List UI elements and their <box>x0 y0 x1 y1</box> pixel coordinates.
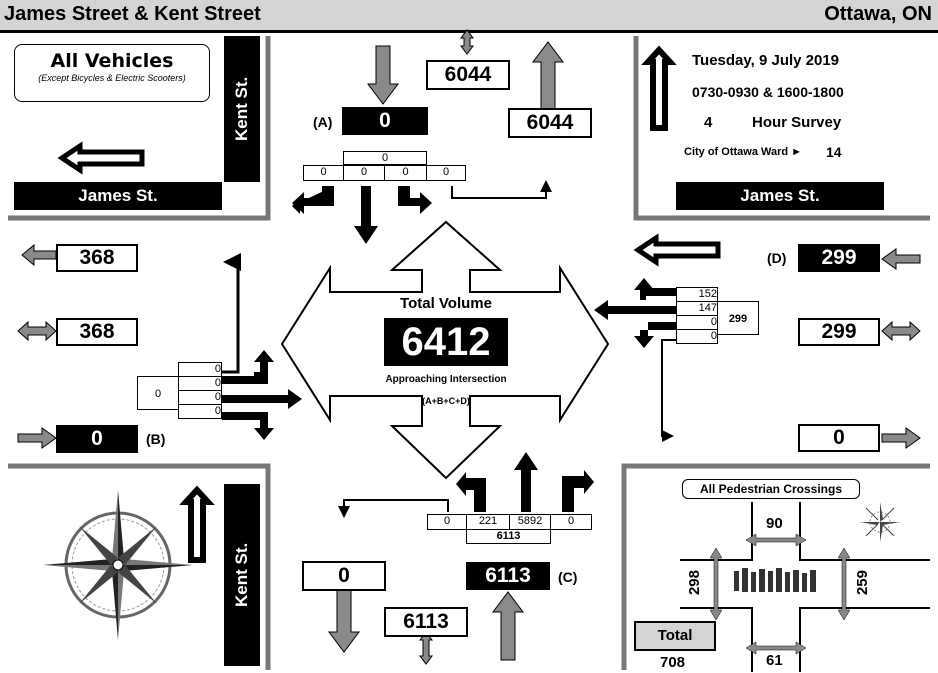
approach-b-through: 0 <box>178 390 222 405</box>
approach-d-label: (D) <box>767 250 786 266</box>
approach-d-left: 152 <box>676 287 718 302</box>
approach-d-uturn: 0 <box>676 329 718 344</box>
west-right-arrow <box>222 412 274 440</box>
approach-c-label: (C) <box>558 569 577 585</box>
street-label-james-nw: James St. <box>14 182 222 210</box>
approach-a-through: 0 <box>343 165 385 181</box>
approach-b-left: 0 <box>178 376 222 391</box>
one-way-west-arrow-ne <box>638 238 718 262</box>
street-label-james-ne: James St. <box>676 182 884 210</box>
approach-a-label: (A) <box>313 114 332 130</box>
approach-c-right: 0 <box>550 514 592 530</box>
total-volume-caption: Approaching Intersection <box>372 374 520 385</box>
approach-d-total: 299 <box>798 318 880 346</box>
approach-a-total: 6044 <box>426 60 510 90</box>
ped-west-count: 298 <box>686 570 703 595</box>
approach-d-turn-total: 299 <box>717 301 759 335</box>
east-uturn-arrow <box>662 340 676 436</box>
west-departing-arrow <box>22 245 56 265</box>
vehicle-class-title: All Vehicles <box>15 50 209 72</box>
vehicle-class-box: All Vehicles (Except Bicycles & Electric… <box>14 44 210 102</box>
east-approach-arrow <box>882 249 920 269</box>
approach-d-through: 147 <box>676 301 718 316</box>
south-left-arrow <box>456 472 486 512</box>
one-way-west-arrow-nw <box>62 146 142 170</box>
approach-d-departing: 0 <box>798 424 880 452</box>
approach-a-right: 0 <box>384 165 427 181</box>
ward-label: City of Ottawa Ward ► <box>684 146 802 158</box>
approach-b-right: 0 <box>178 404 222 419</box>
street-label-kent-sw: Kent St. <box>224 484 260 666</box>
ped-west-arrow <box>710 548 722 620</box>
approach-b-departing: 368 <box>56 244 138 272</box>
approach-a-left: 0 <box>303 165 344 181</box>
approach-c-volume: 6113 <box>466 562 550 590</box>
survey-times: 0730-0930 & 1600-1800 <box>692 84 844 100</box>
ped-total-label: Total <box>634 621 716 651</box>
approach-b-turn-total: 0 <box>137 376 179 410</box>
approach-a-departing: 6044 <box>508 108 592 138</box>
west-approach-arrow <box>18 428 56 448</box>
east-right-arrow <box>634 322 676 348</box>
south-uturn-arrow <box>344 500 448 512</box>
approach-b-uturn: 0 <box>178 362 222 377</box>
approach-a-uturn: 0 <box>426 165 466 181</box>
south-right-arrow <box>562 470 594 512</box>
total-volume-formula: (A+B+C+D) <box>396 396 496 406</box>
pedestrian-title: All Pedestrian Crossings <box>682 479 860 499</box>
east-left-arrow <box>634 278 676 300</box>
approach-b-label: (B) <box>146 431 165 447</box>
one-way-north-arrow-sw <box>186 490 208 560</box>
approach-c-departing: 0 <box>302 561 386 591</box>
west-total-arrow <box>18 322 56 340</box>
approach-a-volume: 0 <box>342 107 428 135</box>
pedestrians-silhouette <box>734 568 816 592</box>
approach-c-uturn: 0 <box>427 514 467 530</box>
survey-date: Tuesday, 9 July 2019 <box>692 52 839 69</box>
south-departing-arrow <box>329 586 359 652</box>
east-total-arrow <box>882 322 920 340</box>
south-through-arrow <box>514 452 538 512</box>
ped-north-count: 90 <box>766 515 783 532</box>
south-approach-arrow <box>493 592 523 660</box>
survey-hours: 4 <box>704 114 712 131</box>
west-through-arrow <box>222 389 302 409</box>
pedestrian-diagram <box>680 502 930 672</box>
ped-east-arrow <box>838 548 850 620</box>
compass-rose <box>40 487 196 643</box>
total-volume-title: Total Volume <box>396 295 496 312</box>
west-left-arrow <box>222 350 274 384</box>
approach-c-through: 5892 <box>509 514 551 530</box>
approach-d-volume: 299 <box>798 244 880 272</box>
approach-d-right: 0 <box>676 315 718 330</box>
ped-east-count: 259 <box>854 570 871 595</box>
survey-hours-label: Hour Survey <box>752 114 841 131</box>
north-uturn-arrow <box>452 186 546 198</box>
ward-number: 14 <box>826 144 842 160</box>
approach-b-total: 368 <box>56 318 138 346</box>
approach-c-turn-total: 6113 <box>466 529 551 544</box>
total-volume-value: 6412 <box>384 318 508 366</box>
east-departing-arrow <box>882 428 920 448</box>
street-label-kent-nw: Kent St. <box>224 36 260 182</box>
one-way-north-arrow-ne <box>648 50 670 128</box>
approach-c-left: 221 <box>466 514 510 530</box>
vehicle-class-subtitle: (Except Bicycles & Electric Scooters) <box>15 73 209 83</box>
ped-south-count: 61 <box>766 652 783 669</box>
ped-total-value: 708 <box>660 654 685 671</box>
ped-north-arrow <box>746 534 806 546</box>
small-compass <box>860 502 900 542</box>
north-right-arrow-shape <box>398 186 432 214</box>
approach-a-turn-total: 0 <box>343 151 427 165</box>
north-through-arrow <box>354 186 378 244</box>
east-through-arrow <box>594 300 676 320</box>
west-uturn-arrow <box>222 262 238 372</box>
north-approach-arrow <box>368 46 398 104</box>
approach-c-total: 6113 <box>384 607 468 637</box>
approach-b-volume: 0 <box>56 425 138 453</box>
north-total-arrow <box>461 30 473 54</box>
